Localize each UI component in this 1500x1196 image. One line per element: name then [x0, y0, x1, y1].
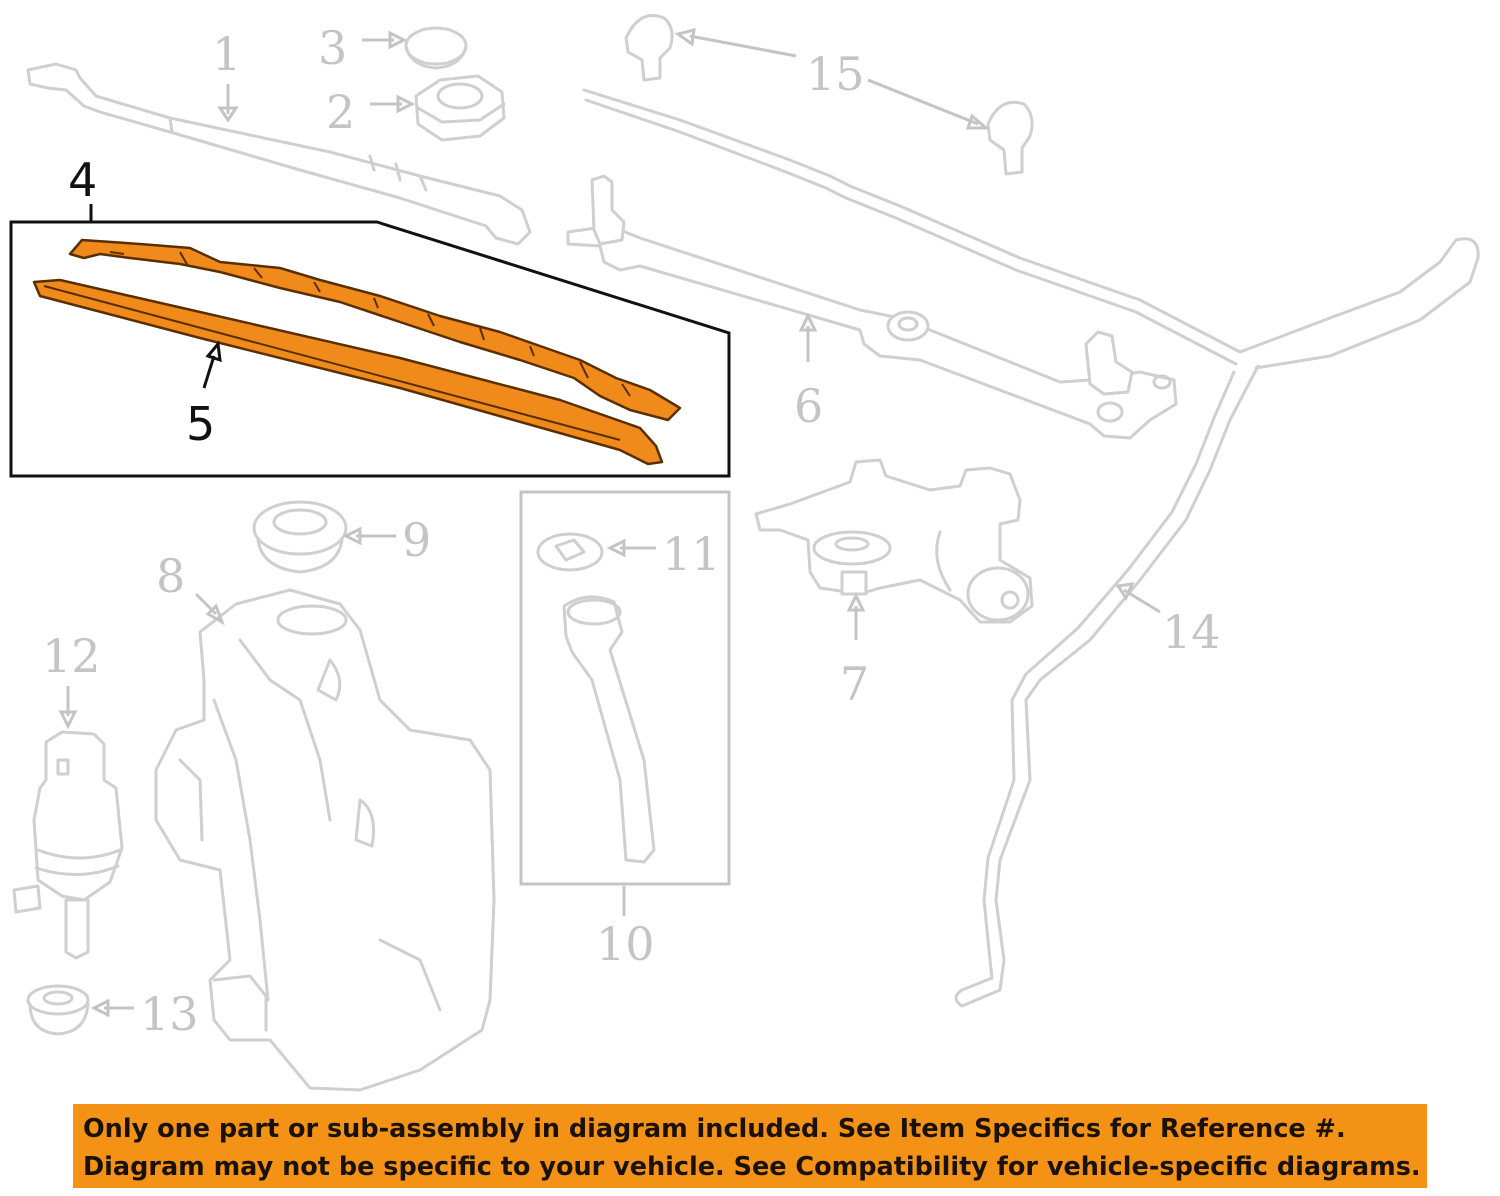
black-leaders	[89, 204, 222, 389]
wiper-linkage-part-6	[566, 174, 1178, 440]
callout-14: 14	[1162, 605, 1221, 659]
notice-banner: Only one part or sub-assembly in diagram…	[73, 1104, 1427, 1188]
callout-8: 8	[156, 549, 185, 603]
grommet-part-13	[26, 984, 90, 1036]
nut-cap-part-3	[404, 26, 468, 70]
washer-hose-part-14	[582, 88, 1480, 1008]
wiper-motor-part-7	[754, 458, 1034, 624]
highlighted-blade-group	[9, 220, 731, 478]
washer-pump-part-12	[12, 730, 124, 960]
washer-reservoir-part-8	[154, 588, 496, 1092]
blade-insert-part-5	[32, 278, 664, 466]
callout-4: 4	[68, 153, 97, 207]
callout-3: 3	[318, 21, 347, 75]
callout-9: 9	[402, 513, 431, 567]
callout-6: 6	[794, 379, 823, 433]
filler-neck-group-part-10	[519, 490, 731, 886]
nut-part-2	[414, 74, 506, 142]
callout-13: 13	[140, 987, 199, 1041]
callout-12: 12	[42, 629, 101, 683]
callout-11: 11	[662, 527, 721, 581]
callout-2: 2	[326, 85, 355, 139]
grey-leaders	[58, 28, 1161, 1018]
notice-line-1: Only one part or sub-assembly in diagram…	[83, 1114, 1346, 1144]
wiper-arm-part-1	[26, 62, 532, 246]
notice-line-2: Diagram may not be specific to your vehi…	[83, 1152, 1421, 1182]
callout-5: 5	[186, 397, 215, 451]
wiper-blade-part-4	[68, 238, 682, 422]
washer-nozzle-part-15	[624, 14, 1034, 176]
grommet-part-9	[252, 500, 348, 574]
callout-1: 1	[212, 27, 241, 81]
callout-15: 15	[806, 47, 865, 101]
callout-7: 7	[840, 657, 869, 711]
callout-10: 10	[596, 917, 655, 971]
